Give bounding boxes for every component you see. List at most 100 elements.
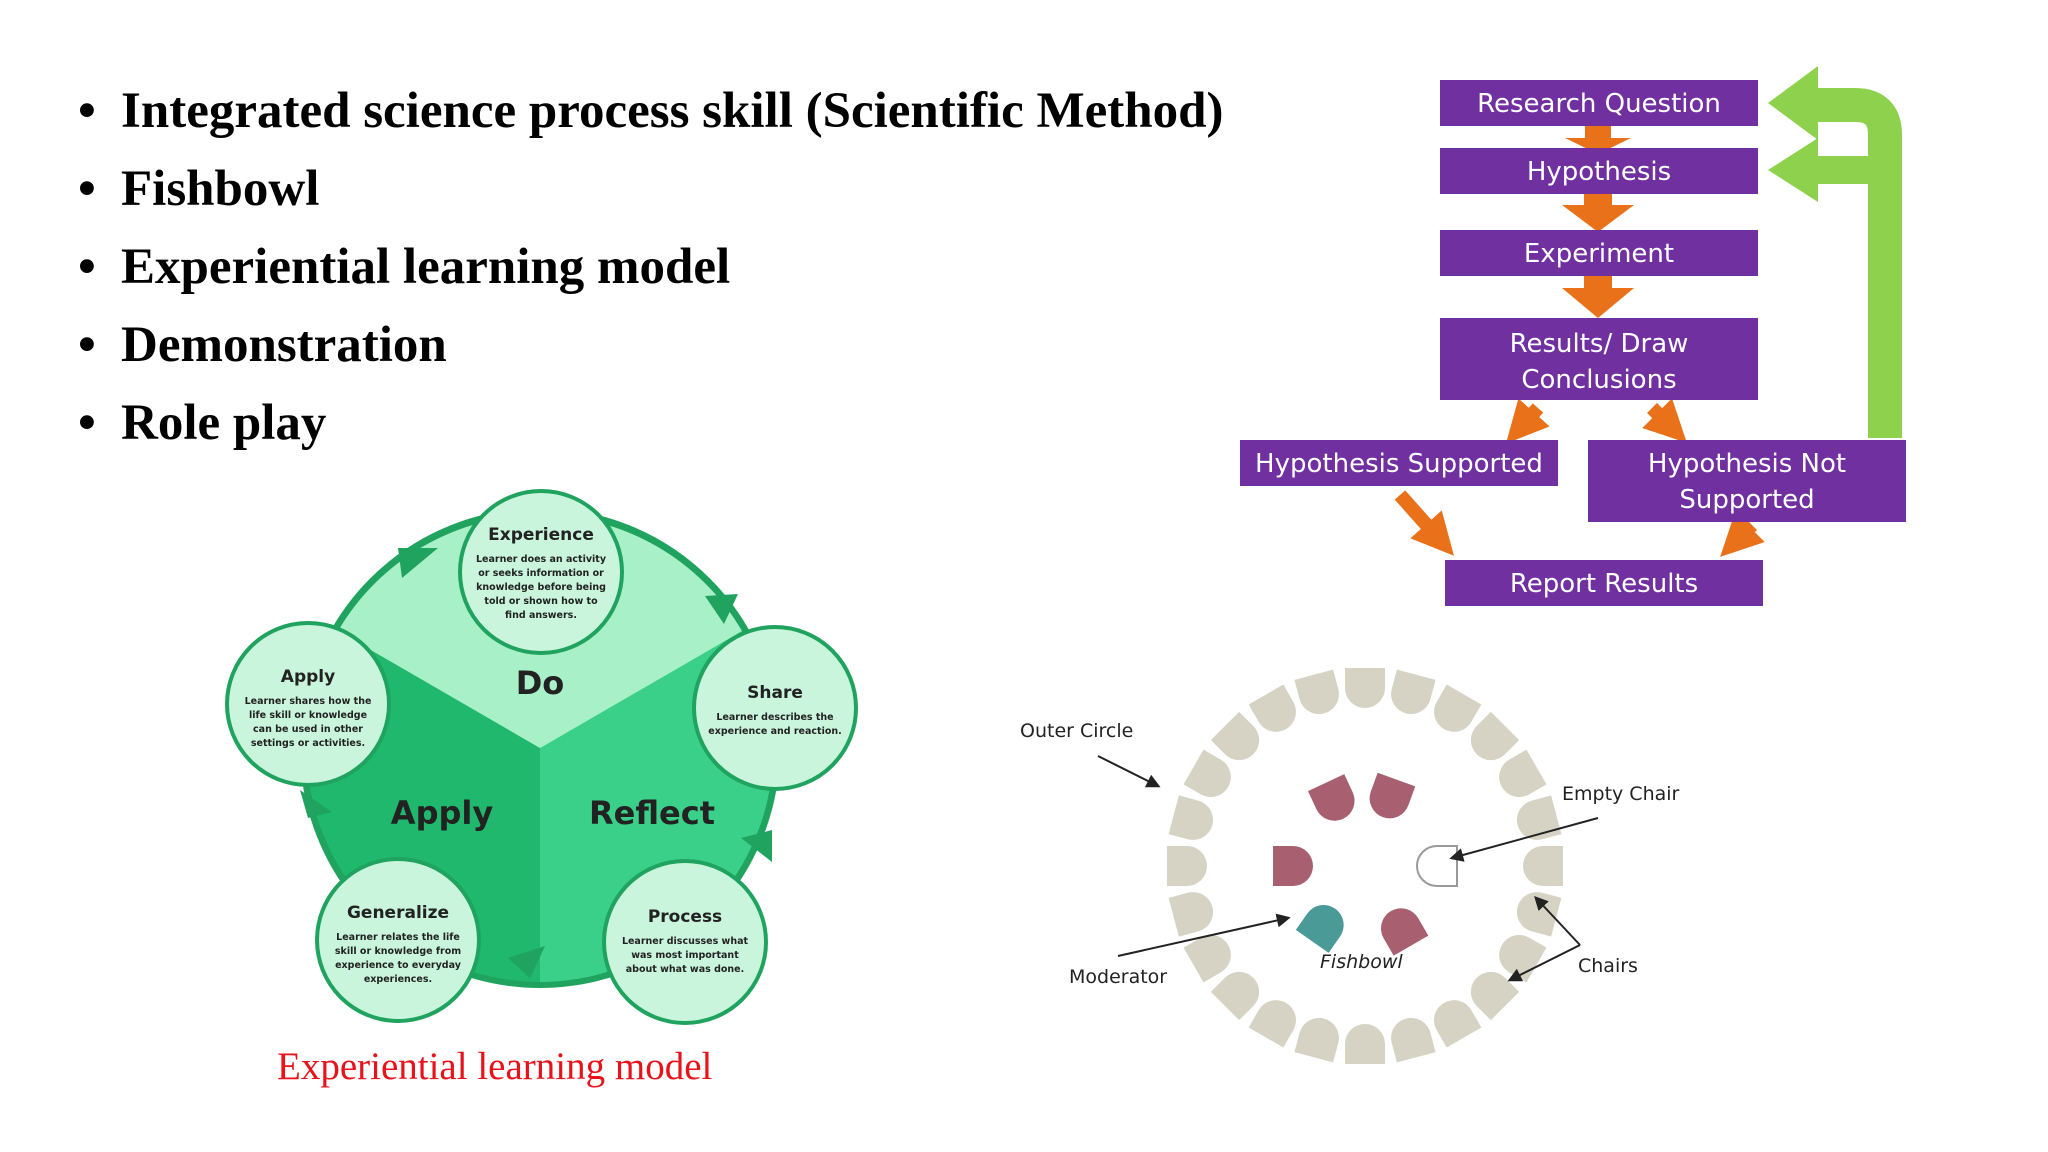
bullet-glyph: • [78,161,96,217]
outer-chair [1167,846,1207,886]
cycle-arrowhead [705,594,738,624]
outer-chair [1434,1000,1482,1048]
hypothesis-not-supported-line1: Hypothesis Not [1648,449,1846,479]
bullet-text: Integrated science process skill (Scient… [121,83,1224,139]
apply-title: Apply [281,667,335,687]
share-node: Share Learner describes the experience a… [692,625,858,791]
chairs-label: Chairs [1578,955,1638,977]
inner-chair [1381,908,1429,956]
hypothesis-not-supported-box [1588,440,1906,522]
outer-chair [1168,795,1214,840]
cycle-arrowhead [300,790,332,818]
chairs-pointer [1534,895,1581,946]
experiment-label: Experiment [1524,239,1674,269]
apply-sector-label: Apply [391,794,494,832]
generalize-node: Generalize Learner relates the life skil… [315,857,481,1023]
bullet-text: Fishbowl [121,161,320,217]
flow-arrow [1720,512,1765,557]
apply-node: Apply Learner shares how the life skill … [225,621,391,787]
outer-chair [1345,1024,1385,1064]
apply-desc-line: can be used in other [253,724,363,735]
process-desc-line: about what was done. [626,964,744,975]
bullet-item: • Fishbowl [78,150,1223,228]
outer-chair [1210,971,1260,1021]
outer-chair [1210,711,1260,761]
process-title: Process [648,907,722,927]
outer-chair [1470,971,1520,1021]
outer-chair [1523,846,1563,886]
moderator-pointer [1117,913,1291,957]
apply-desc-line: life skill or knowledge [249,710,367,721]
outer-chair [1345,668,1385,708]
experience-desc-line: knowledge before being [476,582,606,593]
loop-arrowhead-mid [1768,138,1818,202]
flow-arrow [1642,398,1687,443]
research-question-label: Research Question [1477,89,1721,119]
bullet-glyph: • [78,317,96,373]
empty-chair-label: Empty Chair [1562,783,1680,805]
results-label-line1: Results/ Draw [1510,329,1689,359]
outer-circle-label: Outer Circle [1020,720,1133,742]
results-box [1440,318,1758,400]
generalize-desc-line: experience to everyday [335,960,462,971]
outer-chair [1248,1000,1296,1048]
generalize-desc-line: experiences. [364,974,432,985]
share-desc-line: Learner describes the [716,712,833,723]
experience-desc-line: or seeks information or [478,568,604,579]
outer-chair [1168,892,1214,937]
empty-chair [1416,845,1458,887]
bullet-text: Experiential learning model [121,239,731,295]
experience-node: Experience Learner does an activity or s… [458,489,624,655]
bullet-item: •Experiential learning model [78,228,1223,306]
inner-chair [1273,846,1313,886]
flow-arrow [1394,490,1454,556]
experiential-learning-diagram: Do Apply Reflect Experience Learner does… [225,489,858,1025]
scientific-method-flowchart: Research Question Hypothesis Experiment … [1240,66,1906,606]
experiment-box [1440,230,1758,276]
process-desc-line: Learner discusses what [622,936,749,947]
inner-chairs [1273,772,1458,956]
bullet-text: Demonstration [121,317,447,373]
bullet-item: •Role play [78,384,1223,462]
experience-desc-line: told or shown how to [484,596,598,607]
share-desc-line: experience and reaction. [708,726,842,737]
process-node: Process Learner discusses what was most … [602,859,768,1025]
experiential-caption: Experiential learning model [277,1045,713,1088]
bullet-item: •Integrated science process skill (Scien… [78,72,1223,150]
fishbowl-label: Fishbowl [1320,951,1403,973]
feedback-loop-arrow [1810,88,1902,438]
empty-chair-pointer [1449,817,1599,862]
inner-chair [1307,774,1355,821]
bullet-list: • Integrated science process skill (Scien… [78,72,1223,462]
report-results-label: Report Results [1510,569,1698,599]
flow-arrow [1562,275,1634,318]
share-title: Share [747,683,803,703]
cycle-arrowhead [508,946,545,978]
apply-desc-line: Learner shares how the [245,696,372,707]
hypothesis-not-supported-line2: Supported [1679,485,1814,515]
outer-chair [1183,749,1231,797]
moderator-label: Moderator [1069,966,1167,988]
flow-arrow [1505,398,1550,444]
process-desc-line: was most important [631,950,739,961]
experience-desc-line: Learner does an activity [476,554,607,565]
experience-title: Experience [488,525,594,545]
outer-chair [1516,795,1562,840]
report-results-box [1445,560,1763,606]
bullet-text: Role play [121,395,327,451]
inner-chair [1369,772,1416,819]
hypothesis-box [1440,148,1758,194]
outer-chair [1499,749,1547,797]
reflect-label: Reflect [589,794,715,832]
bullet-item: • Demonstration [78,306,1223,384]
outer-chair [1391,1017,1436,1063]
outer-chair [1516,892,1562,937]
results-label-line2: Conclusions [1521,365,1676,395]
moderator-chair [1295,904,1344,953]
chairs-pointer [1507,944,1581,982]
outer-chair [1470,711,1520,761]
generalize-desc-line: skill or knowledge from [335,946,461,957]
outer-chair [1434,684,1482,732]
cycle-arrowhead [741,830,772,862]
